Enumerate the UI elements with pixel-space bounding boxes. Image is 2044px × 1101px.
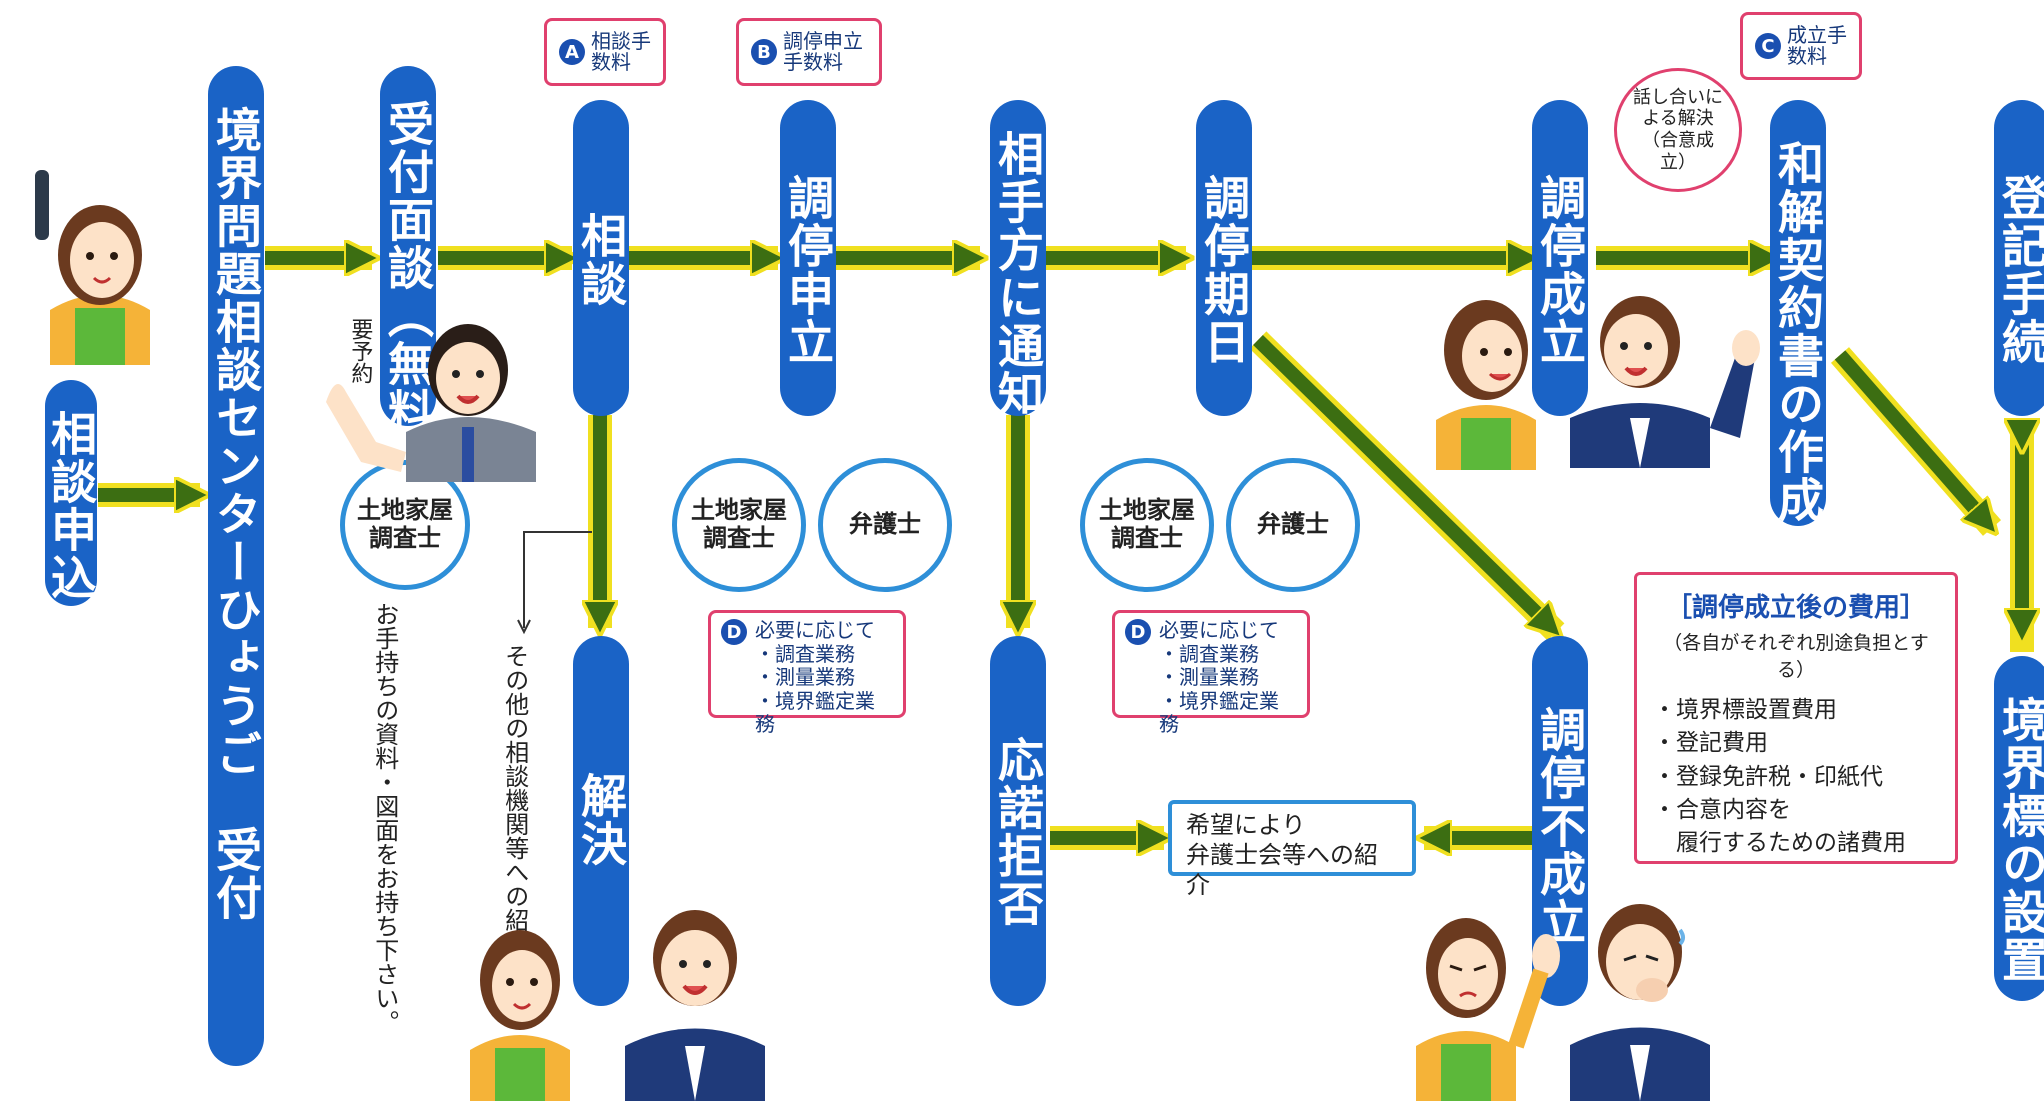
optional-item: ・測量業務	[1159, 665, 1259, 690]
step-application-label: 相談申込	[44, 410, 98, 602]
expert-lawyer-label: 弁護士	[1257, 510, 1329, 539]
cost-item: ・登録免許税・印紙代	[1653, 763, 1883, 790]
step-petition: 調停申立	[780, 100, 836, 416]
bring-materials-note: お手持ちの資料・図面をお持ち下さい。	[370, 602, 399, 1034]
man-success-illustration	[1570, 296, 1760, 468]
expert-surveyor-label: 土地家屋調査士	[691, 496, 787, 552]
optional-item: ・境界鑑定業務	[1159, 688, 1279, 737]
step-refusal: 応諾拒否	[990, 636, 1046, 1006]
fee-c-badge: C	[1755, 33, 1781, 59]
step-success: 調停成立	[1532, 100, 1588, 416]
step-failure: 調停不成立	[1532, 636, 1588, 1006]
expert-surveyor-circle: 土地家屋調査士	[672, 458, 806, 592]
agreement-circle: 話し合いによる解決（合意成立）	[1614, 68, 1742, 192]
step-notify-label: 相手方に通知	[991, 130, 1045, 418]
step-failure-label: 調停不成立	[1533, 706, 1587, 946]
optional-item: ・境界鑑定業務	[755, 688, 875, 737]
step-hearing-label: 調停期日	[1197, 174, 1251, 366]
step-resolved-label: 解決	[574, 772, 628, 868]
costs-subtitle: （各自がそれぞれ別途負担とする）	[1663, 632, 1929, 681]
step-marker: 境界標の設置	[1994, 656, 2044, 1001]
step-consultation: 相談	[573, 100, 629, 416]
expert-lawyer-label: 弁護士	[849, 510, 921, 539]
optional-badge: D	[721, 619, 747, 645]
referral-box: 希望により 弁護士会等への紹介	[1168, 800, 1416, 899]
cost-item: 履行するための諸費用	[1653, 830, 1906, 857]
optional-item: ・調査業務	[755, 641, 855, 666]
cost-item: ・登記費用	[1653, 730, 1768, 757]
expert-lawyer-circle: 弁護士	[1226, 458, 1360, 592]
fee-b-badge: B	[751, 39, 777, 65]
step-center: 境界問題相談センターひょうご 受付	[208, 66, 264, 1066]
step-intake: 受付面談（無料）	[380, 66, 436, 484]
referral-line2: 弁護士会等への紹介	[1186, 841, 1378, 899]
optional-title: 必要に応じて	[755, 618, 875, 642]
step-refusal-label: 応諾拒否	[991, 736, 1045, 928]
step-marker-label: 境界標の設置	[1995, 696, 2044, 984]
step-consultation-label: 相談	[574, 212, 628, 308]
step-petition-label: 調停申立	[781, 174, 835, 366]
step-hearing: 調停期日	[1196, 100, 1252, 416]
optional-tasks-box: D 必要に応じて ・調査業務 ・測量業務 ・境界鑑定業務	[708, 610, 906, 736]
step-intake-label: 受付面談（無料）	[381, 100, 435, 484]
other-referral-note: その他の相談機関等への紹介	[500, 644, 529, 956]
cost-item: ・合意内容を	[1653, 797, 1791, 824]
step-contract-label: 和解契約書の作成	[1771, 140, 1825, 524]
man-failure-illustration	[1570, 904, 1710, 1101]
step-registration-label: 登記手続	[1995, 174, 2044, 366]
optional-badge: D	[1125, 619, 1151, 645]
step-success-label: 調停成立	[1533, 174, 1587, 366]
expert-surveyor-label: 土地家屋調査士	[357, 496, 453, 552]
man-waving-illustration	[326, 324, 536, 482]
post-agreement-costs-box: ［調停成立後の費用］ （各自がそれぞれ別途負担とする） ・境界標設置費用 ・登記…	[1634, 572, 1958, 864]
fee-a-tag: A 相談手数料	[544, 18, 666, 86]
optional-item: ・調査業務	[1159, 641, 1259, 666]
fee-c-tag: C 成立手数料	[1740, 12, 1862, 80]
step-center-label: 境界問題相談センターひょうご 受付	[209, 106, 263, 922]
reservation-note: 要予約	[347, 318, 373, 384]
expert-surveyor-label: 土地家屋調査士	[1099, 496, 1195, 552]
optional-item: ・測量業務	[755, 665, 855, 690]
woman-resolved-illustration	[470, 930, 570, 1101]
expert-surveyor-circle: 土地家屋調査士	[1080, 458, 1214, 592]
fee-a-badge: A	[559, 39, 585, 65]
woman-phone-illustration	[35, 170, 150, 365]
costs-title: ［調停成立後の費用］	[1665, 593, 1926, 623]
agreement-label: 話し合いによる解決（合意成立）	[1633, 86, 1723, 173]
optional-title: 必要に応じて	[1159, 618, 1279, 642]
man-resolved-illustration	[625, 910, 765, 1101]
optional-tasks-box: D 必要に応じて ・調査業務 ・測量業務 ・境界鑑定業務	[1112, 610, 1310, 736]
woman-failure-illustration	[1416, 918, 1560, 1101]
referral-line1: 希望により	[1186, 811, 1306, 839]
step-registration: 登記手続	[1994, 100, 2044, 416]
expert-lawyer-circle: 弁護士	[818, 458, 952, 592]
step-contract: 和解契約書の作成	[1770, 100, 1826, 526]
step-notify: 相手方に通知	[990, 100, 1046, 418]
cost-item: ・境界標設置費用	[1653, 697, 1837, 723]
step-application: 相談申込	[44, 380, 98, 606]
fee-c-label: 成立手数料	[1787, 23, 1847, 68]
fee-b-label: 調停申立手数料	[783, 29, 863, 74]
woman-success-illustration	[1436, 300, 1536, 470]
fee-a-label: 相談手数料	[591, 29, 651, 74]
fee-b-tag: B 調停申立手数料	[736, 18, 882, 86]
step-resolved: 解決	[573, 636, 629, 1006]
